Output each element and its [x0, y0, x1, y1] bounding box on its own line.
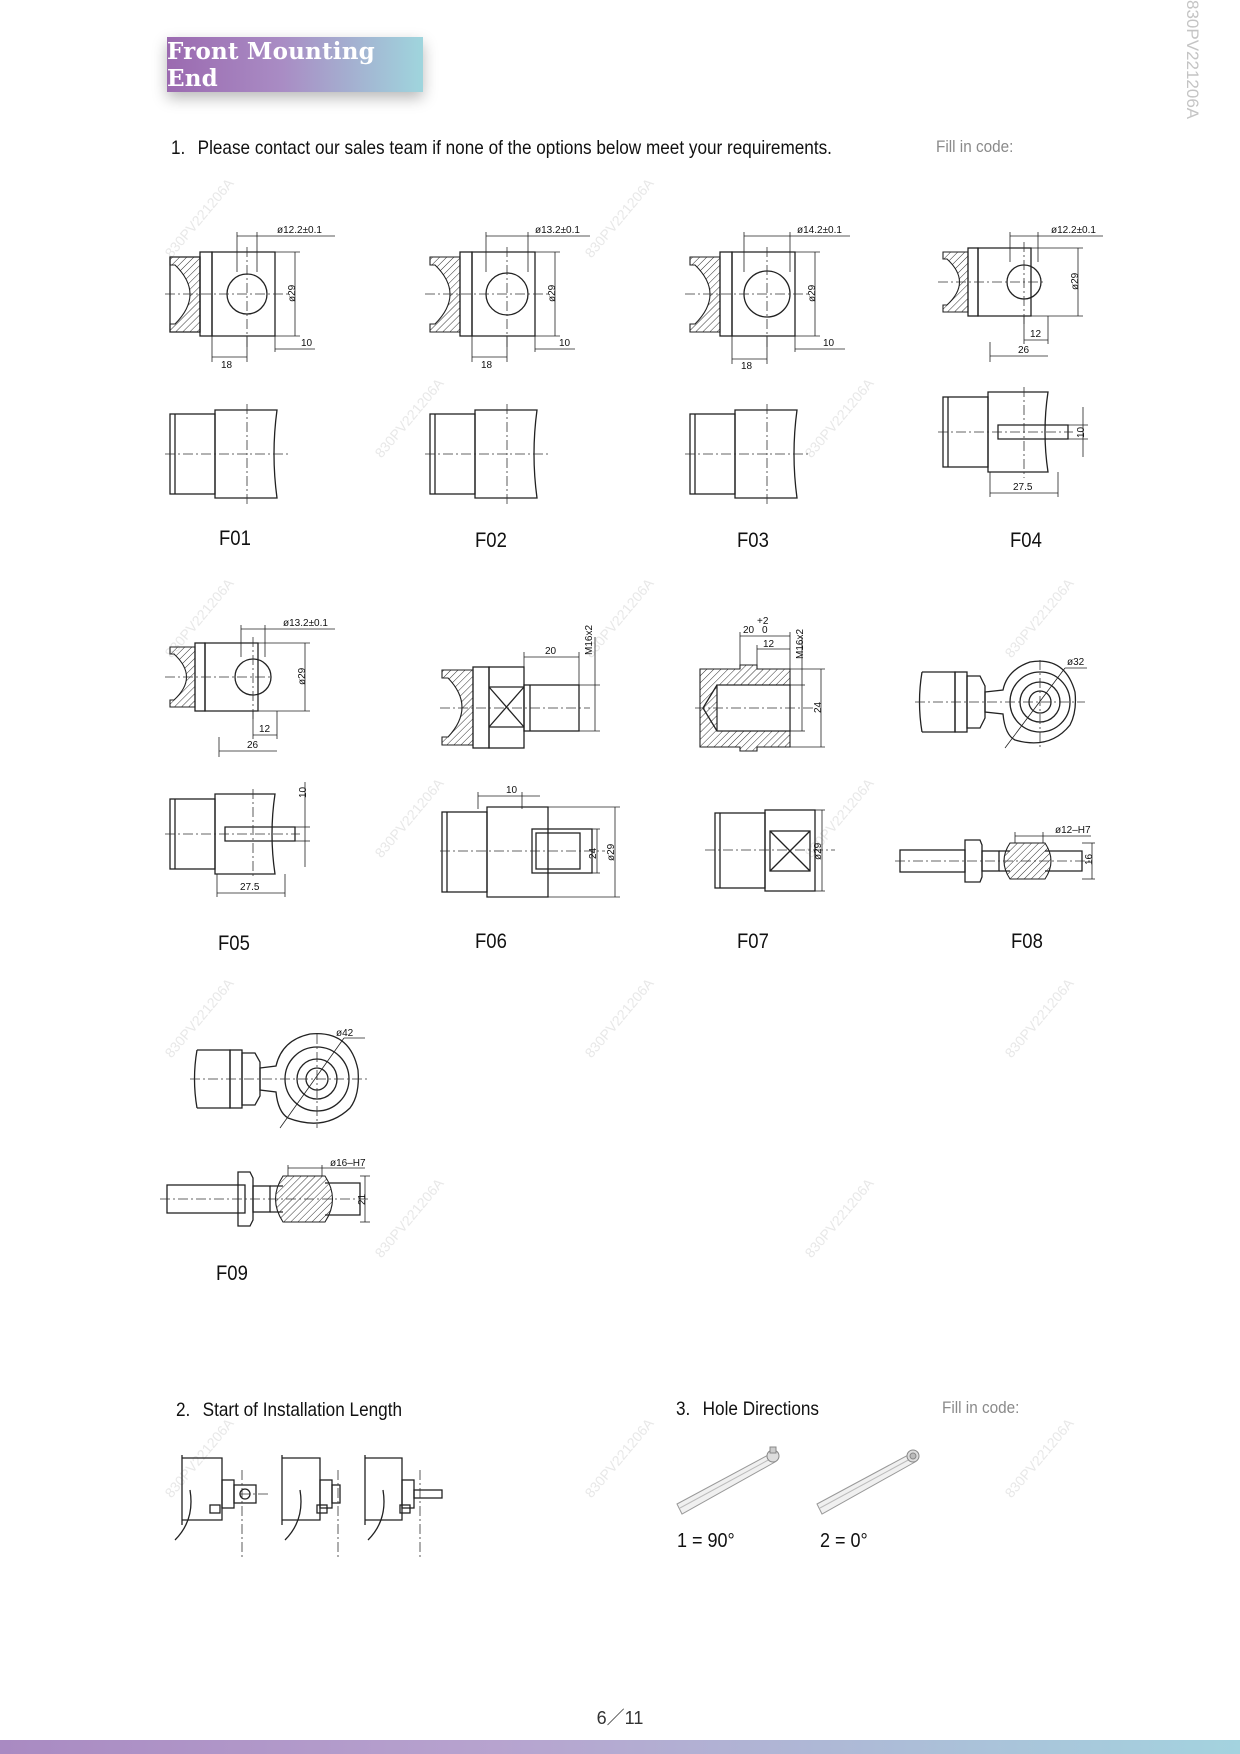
f02-dim: 18: [481, 360, 493, 371]
f02-dim: ø29: [547, 284, 558, 302]
f07-dim: +2: [757, 616, 769, 627]
watermark: 830PV221206A: [581, 975, 657, 1061]
f09-dim: 21: [357, 1193, 368, 1205]
f03-dim: 10: [823, 338, 835, 349]
instruction: 1. Please contact our sales team if none …: [171, 137, 832, 160]
f09-dim: ø42: [336, 1028, 354, 1039]
option-code: F08: [1011, 930, 1043, 953]
f03-drawing: ø14.2±0.1 ø29 18 10: [685, 225, 850, 504]
option-code: F03: [737, 529, 769, 552]
installation-length-drawing: [174, 1455, 443, 1560]
f05-dim: 27.5: [240, 882, 260, 893]
f08-dim: ø12–H7: [1055, 825, 1091, 836]
option-code: F02: [475, 529, 507, 552]
f02-drawing: ø13.2±0.1 ø29 18 10: [425, 225, 590, 504]
page-number: 6／11: [596, 1708, 644, 1728]
f07-dim: 12: [763, 639, 775, 650]
option-f07[interactable]: 20 +2 0 12 M16x2 24 ø29 F07: [695, 616, 895, 953]
fill-in-code-label: Fill in code:: [942, 1398, 1020, 1417]
f08-drawing: ø32 ø12–H7 16: [895, 657, 1095, 883]
f03-dim: 18: [741, 361, 753, 372]
section-3-number: 3.: [676, 1398, 691, 1420]
f04-drawing: ø12.2±0.1 ø29 12 26 10 27.5: [938, 225, 1103, 497]
f01-dim: 10: [301, 338, 313, 349]
watermark: 830PV221206A: [371, 775, 447, 861]
hole-direction-option: 2 = 0°: [820, 1530, 868, 1552]
f01-dim: ø12.2±0.1: [277, 225, 322, 236]
option-code: F07: [737, 930, 769, 953]
f03-dim: ø29: [807, 284, 818, 302]
watermark: 830PV221206A: [1001, 1415, 1077, 1501]
f07-dim: ø29: [813, 842, 824, 860]
option-f03[interactable]: ø14.2±0.1 ø29 18 10 F03: [685, 222, 885, 552]
f05-dim: 26: [247, 740, 259, 751]
option-code: F01: [219, 527, 251, 550]
f03-dim: ø14.2±0.1: [797, 225, 842, 236]
watermark: 830PV221206A: [801, 1175, 877, 1261]
f02-dim: 10: [559, 338, 571, 349]
f05-dim: 10: [298, 786, 309, 798]
instruction-number: 1.: [171, 137, 186, 159]
f04-dim: ø29: [1070, 272, 1081, 290]
f09-drawing: ø42 ø16–H7 21: [160, 1028, 370, 1227]
section-2-heading: 2. Start of Installation Length: [176, 1399, 402, 1422]
f08-dim: ø32: [1067, 657, 1085, 668]
section-2-number: 2.: [176, 1399, 191, 1421]
document-id: 830PV221206A: [1183, 0, 1202, 120]
hole-direction-option: 1 = 90°: [677, 1530, 735, 1552]
f02-dim: ø13.2±0.1: [535, 225, 580, 236]
watermark: 830PV221206A: [371, 1175, 447, 1261]
f07-dim: 20: [743, 625, 755, 636]
f05-dim: ø13.2±0.1: [283, 618, 328, 629]
watermark: 830PV221206A: [1001, 975, 1077, 1061]
section-3-title: Hole Directions: [702, 1398, 819, 1420]
section-banner: Front Mounting End: [167, 37, 423, 92]
f01-drawing: ø12.2±0.1 ø29 18 10: [165, 225, 335, 504]
option-f02[interactable]: ø13.2±0.1 ø29 18 10 F02: [425, 222, 625, 552]
f05-dim: 12: [259, 724, 271, 735]
f04-dim: 26: [1018, 345, 1030, 356]
f06-dim: 10: [506, 785, 518, 796]
f07-dim: 0: [762, 625, 768, 636]
hole-direction-0-drawing: [816, 1449, 920, 1515]
f07-drawing: 20 +2 0 12 M16x2 24 ø29: [695, 616, 835, 892]
f06-dim: ø29: [606, 843, 617, 861]
f04-dim: ø12.2±0.1: [1051, 225, 1096, 236]
option-f05[interactable]: ø13.2±0.1 ø29 12 26 10 27.5 F05: [165, 617, 365, 955]
banner-title: Front Mounting End: [167, 37, 375, 92]
f07-dim: M16x2: [795, 629, 806, 659]
option-f09[interactable]: ø42 ø16–H7 21 F09: [160, 1020, 370, 1350]
f04-dim: 12: [1030, 329, 1042, 340]
instruction-text: Please contact our sales team if none of…: [197, 137, 832, 159]
f06-dim: 24: [588, 847, 599, 859]
option-f01[interactable]: ø12.2±0.1 ø29 18 10 F01: [165, 222, 365, 552]
section-3-heading: 3. Hole Directions: [676, 1398, 819, 1421]
f07-dim: 24: [813, 701, 824, 713]
f06-drawing: 20 M16x2 10 24 ø29: [440, 625, 620, 898]
watermark: 830PV221206A: [581, 1415, 657, 1501]
f06-dim: 20: [545, 646, 557, 657]
f09-dim: ø16–H7: [330, 1158, 366, 1169]
f05-dim: ø29: [297, 667, 308, 685]
option-f08[interactable]: ø32 ø12–H7 16 F08: [895, 640, 1095, 970]
section-2-title: Start of Installation Length: [202, 1399, 403, 1421]
f01-dim: ø29: [287, 284, 298, 302]
fill-in-code-label: Fill in code:: [936, 137, 1014, 156]
f06-dim: M16x2: [584, 625, 595, 655]
f05-drawing: ø13.2±0.1 ø29 12 26 10 27.5: [165, 618, 335, 897]
footer-bar: [0, 1740, 1240, 1754]
option-code: F04: [1010, 529, 1042, 552]
f04-dim: 10: [1076, 426, 1087, 438]
f08-dim: 16: [1084, 853, 1095, 865]
hole-direction-90-drawing: [676, 1446, 780, 1515]
option-code: F05: [218, 932, 250, 955]
f01-dim: 18: [221, 360, 233, 371]
option-f06[interactable]: 20 M16x2 10 24 ø29 F06: [440, 617, 640, 953]
option-code: F06: [475, 930, 507, 953]
option-code: F09: [216, 1262, 248, 1285]
option-f04[interactable]: ø12.2±0.1 ø29 12 26 10 27.5 F04: [938, 222, 1138, 552]
f04-dim: 27.5: [1013, 482, 1033, 493]
